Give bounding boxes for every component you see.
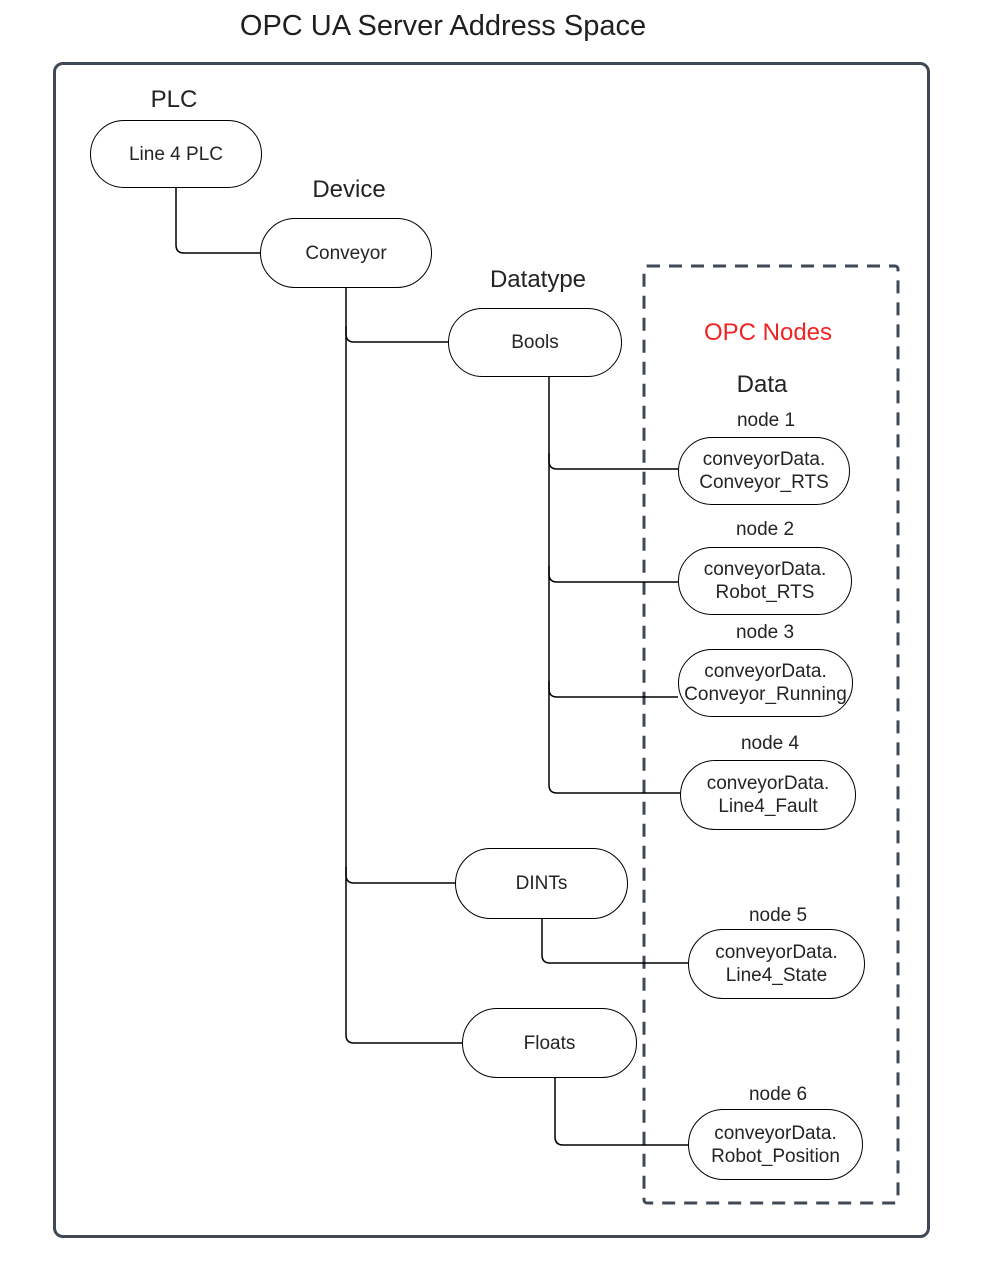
caption-node-1: node 1: [736, 410, 796, 431]
node-line4-state: conveyorData. Line4_State: [688, 929, 865, 999]
node-line4-plc: Line 4 PLC: [90, 120, 262, 188]
diagram-title: OPC UA Server Address Space: [239, 10, 647, 42]
node-conveyor-rts-line1: conveyorData.: [702, 449, 826, 470]
caption-node-3: node 3: [735, 622, 795, 643]
node-floats-label: Floats: [523, 1032, 576, 1054]
node-robot-position-line2: Robot_Position: [711, 1145, 840, 1167]
caption-node-5: node 5: [748, 905, 808, 926]
node-line4-fault-line2: Line4_Fault: [718, 796, 818, 817]
node-line4-fault: conveyorData. Line4_Fault: [680, 760, 856, 830]
node-conveyor-running-line2: Conveyor_Running: [684, 684, 847, 705]
node-line4-state-line1: conveyorData.: [715, 942, 838, 963]
node-dints: DINTs: [455, 848, 628, 919]
node-robot-rts-line2: Robot_RTS: [715, 582, 815, 603]
opc-nodes-heading: OPC Nodes: [703, 319, 833, 346]
node-floats: Floats: [462, 1008, 637, 1078]
node-robot-rts-line1: conveyorData.: [703, 559, 827, 580]
outer-frame: [53, 62, 930, 1238]
level-label-device: Device: [312, 176, 386, 203]
node-conveyor-rts: conveyorData. Conveyor_RTS: [678, 437, 850, 505]
node-line4-plc-label: Line 4 PLC: [128, 143, 223, 165]
node-conveyor-running: conveyorData. Conveyor_Running: [678, 649, 853, 717]
node-robot-position-line1: conveyorData.: [714, 1122, 837, 1144]
caption-node-4: node 4: [740, 733, 800, 754]
node-conveyor-running-line1: conveyorData.: [704, 661, 827, 682]
caption-node-6: node 6: [748, 1084, 808, 1105]
caption-node-2: node 2: [735, 519, 795, 540]
node-conveyor-label: Conveyor: [305, 242, 387, 264]
level-label-datatype: Datatype: [489, 266, 587, 293]
node-dints-label: DINTs: [515, 873, 568, 894]
node-robot-rts: conveyorData. Robot_RTS: [678, 547, 852, 615]
node-robot-position: conveyorData. Robot_Position: [688, 1109, 863, 1180]
node-line4-state-line2: Line4_State: [725, 965, 828, 986]
opc-data-subheading: Data: [736, 371, 788, 398]
level-label-plc: PLC: [150, 86, 198, 113]
node-bools: Bools: [448, 308, 622, 377]
node-line4-fault-line1: conveyorData.: [706, 773, 830, 794]
node-bools-label: Bools: [511, 332, 559, 353]
node-conveyor: Conveyor: [260, 218, 432, 288]
node-conveyor-rts-line2: Conveyor_RTS: [699, 472, 829, 493]
